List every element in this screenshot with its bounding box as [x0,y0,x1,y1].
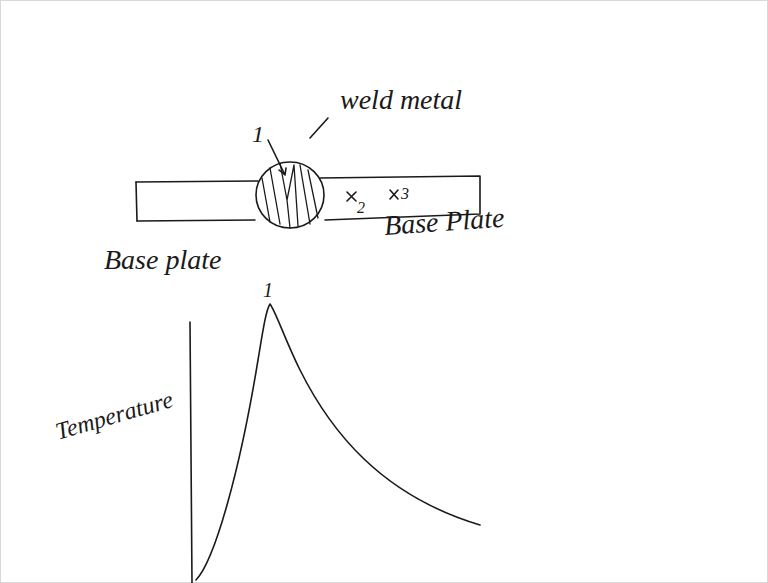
plate-end [136,182,137,221]
leader-line [310,118,328,138]
point-mark [347,192,356,201]
axis-label: Temperature [53,387,176,443]
peak-number: 1 [263,280,273,300]
callout-arrow [268,140,286,175]
point-number: 3 [401,186,409,202]
part-label: weld metal [340,86,462,114]
weld-hatching [262,163,318,228]
part-label: Base Plate [383,204,505,240]
part-label: Base plate [104,246,221,274]
weld-bead [256,162,324,228]
temperature-curve [196,304,480,580]
point-mark [390,190,398,199]
temperature-axis [190,322,192,583]
point-number: 2 [357,200,365,216]
callout-number: 1 [252,122,264,146]
